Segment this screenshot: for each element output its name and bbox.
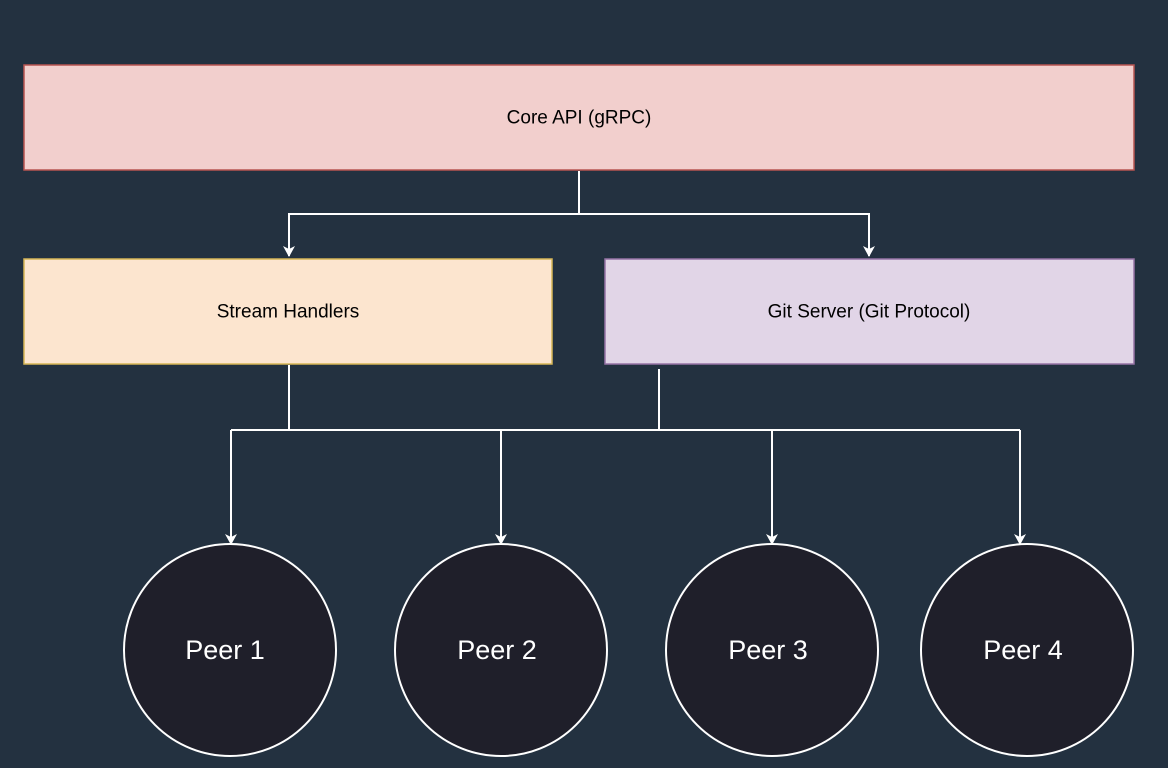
git-server-label: Git Server (Git Protocol): [768, 302, 971, 323]
peer-circle: [123, 543, 337, 757]
connectors: [225, 171, 1026, 545]
connector-core-to-stream: [283, 171, 580, 257]
peer-node[interactable]: Peer 4: [920, 543, 1134, 757]
peer-node[interactable]: Peer 2: [394, 543, 608, 757]
stream-handlers-box: [23, 258, 553, 365]
peer-circle: [920, 543, 1134, 757]
peer-node[interactable]: Peer 1: [123, 543, 337, 757]
stream-handlers-node[interactable]: Stream Handlers: [23, 258, 553, 365]
peer-circle: [665, 543, 879, 757]
core-api-box: [23, 64, 1135, 171]
core-api-label: Core API (gRPC): [507, 108, 652, 129]
peer-circle: [394, 543, 608, 757]
connector-core-to-git: [579, 213, 875, 257]
peer-1-label: Peer 1: [185, 635, 265, 665]
peer-2-label: Peer 2: [457, 635, 537, 665]
peer-4-label: Peer 4: [983, 635, 1063, 665]
peer-node[interactable]: Peer 3: [665, 543, 879, 757]
peer-3-label: Peer 3: [728, 635, 808, 665]
git-server-node[interactable]: Git Server (Git Protocol): [604, 258, 1135, 365]
core-api-node[interactable]: Core API (gRPC): [23, 64, 1135, 171]
git-server-box: [604, 258, 1135, 365]
stream-handlers-label: Stream Handlers: [217, 302, 360, 323]
